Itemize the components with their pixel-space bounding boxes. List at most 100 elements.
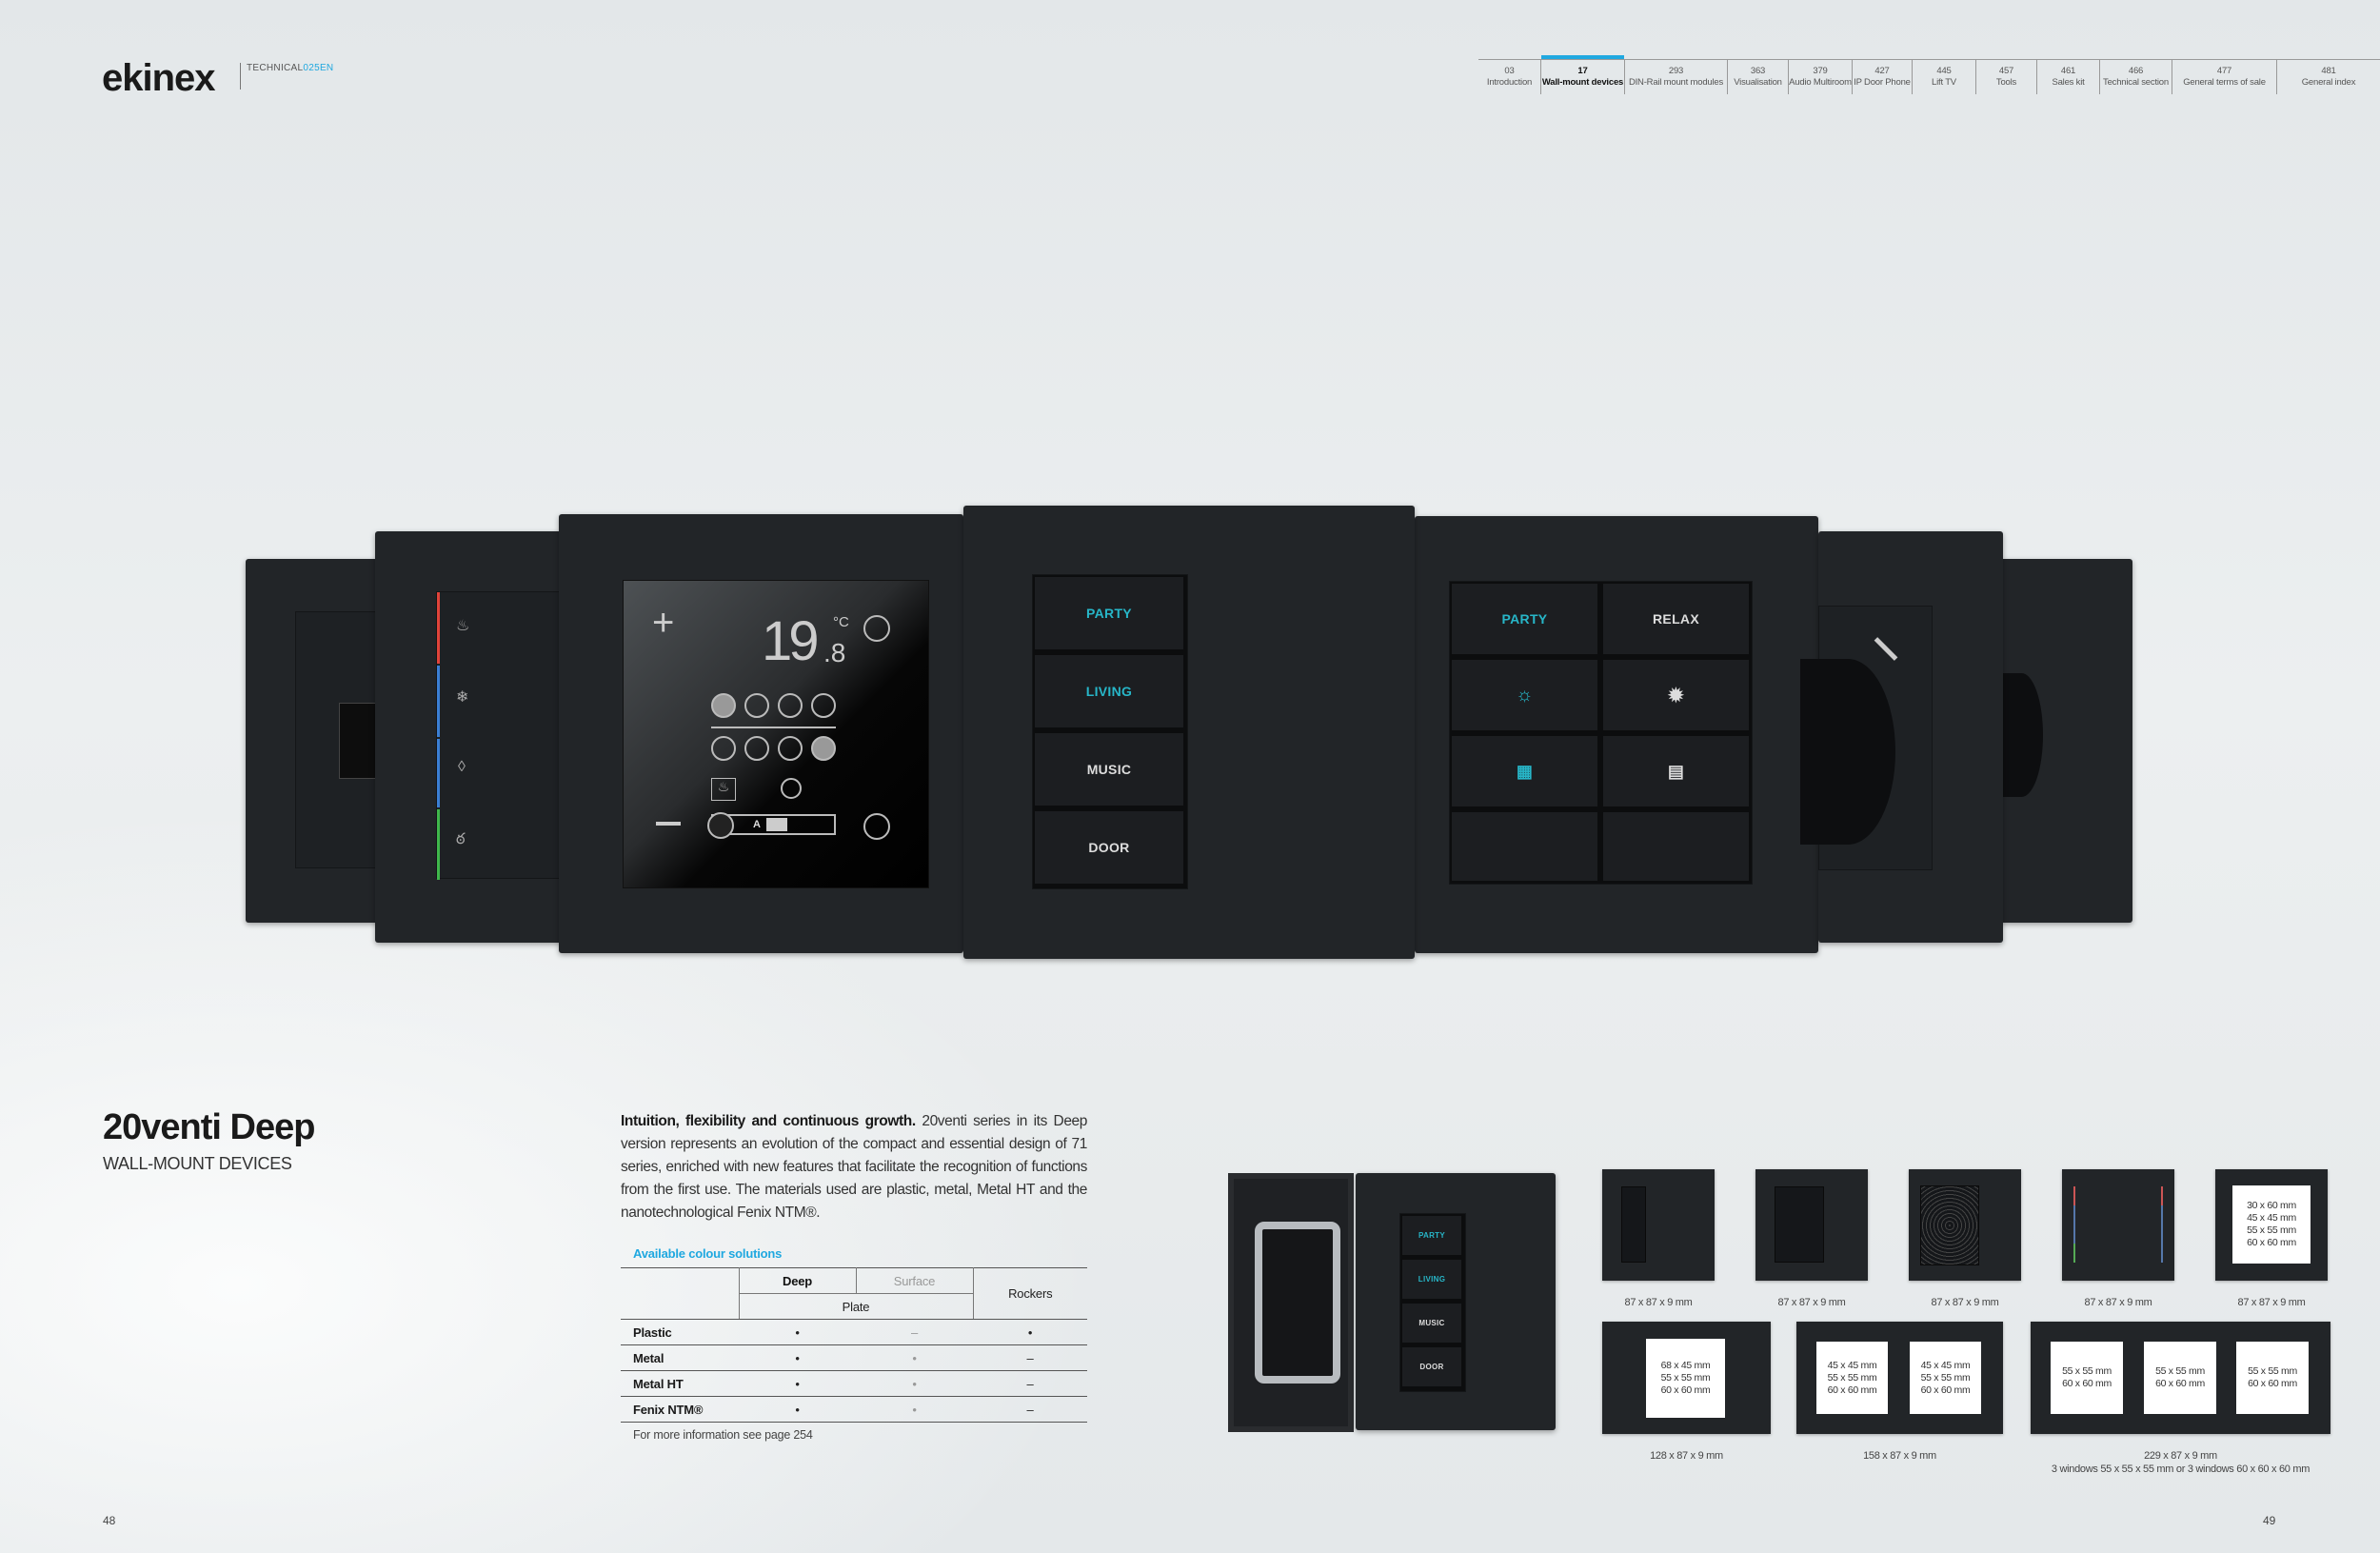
table-row: Metal••– bbox=[621, 1344, 1087, 1371]
nav-page-number: 466 bbox=[2128, 66, 2144, 76]
nav-label: General index bbox=[2301, 77, 2356, 88]
active-section-indicator bbox=[1541, 55, 1624, 59]
thumb-ambient-controller bbox=[2062, 1169, 2174, 1281]
blind-close-button[interactable]: ▤ bbox=[1601, 734, 1751, 808]
window-size: 68 x 45 mm bbox=[1660, 1360, 1711, 1371]
window-size: 55 x 55 mm bbox=[2062, 1365, 2112, 1377]
cell-rockers: – bbox=[973, 1370, 1087, 1397]
size-label: 128 x 87 x 9 mm bbox=[1650, 1450, 1723, 1462]
window-size: 60 x 60 mm bbox=[2248, 1378, 2297, 1389]
size-label: 158 x 87 x 9 mm bbox=[1863, 1450, 1936, 1462]
size-label: 87 x 87 x 9 mm bbox=[1624, 1297, 1693, 1308]
nav-label: Sales kit bbox=[2052, 77, 2085, 88]
cell-deep: • bbox=[739, 1396, 856, 1423]
nav-page-number: 363 bbox=[1750, 66, 1766, 76]
size-label: 87 x 87 x 9 mm bbox=[1777, 1297, 1846, 1308]
mounting-frame-image bbox=[1228, 1173, 1354, 1432]
window-blind-icon: ▦ bbox=[1516, 761, 1534, 781]
keypad-button-party[interactable]: PARTY bbox=[1450, 582, 1599, 656]
window-size: 60 x 60 mm bbox=[2247, 1237, 2296, 1248]
cell-rockers: – bbox=[973, 1396, 1087, 1423]
nav-page-number: 427 bbox=[1874, 66, 1890, 76]
cell-surface: – bbox=[856, 1319, 973, 1345]
size-label: 87 x 87 x 9 mm bbox=[2237, 1297, 2306, 1308]
led-bar-red bbox=[437, 592, 440, 664]
nav-label: Lift TV bbox=[1932, 77, 1956, 88]
top-button-ring[interactable] bbox=[863, 615, 890, 642]
mode-dot bbox=[744, 736, 769, 761]
heating-icon: ♨ bbox=[456, 618, 470, 634]
table-row: Fenix NTM®••– bbox=[621, 1396, 1087, 1423]
temperature-value: 19 bbox=[762, 610, 819, 672]
window-size: 60 x 60 mm bbox=[1920, 1384, 1971, 1396]
keypad-button-relax[interactable]: RELAX bbox=[1601, 582, 1751, 656]
cell-material: Metal HT bbox=[621, 1370, 739, 1397]
size-label: 87 x 87 x 9 mm bbox=[2084, 1297, 2152, 1308]
cell-surface: • bbox=[856, 1370, 973, 1397]
light-bright-button[interactable]: ✹ bbox=[1601, 658, 1751, 732]
thermostat-display: + 19 .8 °C ♨ A bbox=[623, 580, 929, 888]
blank-button[interactable] bbox=[1601, 810, 1751, 883]
description: Intuition, flexibility and continuous gr… bbox=[621, 1110, 1087, 1224]
minus-icon[interactable] bbox=[656, 822, 681, 826]
bottom-button-ring[interactable] bbox=[863, 813, 890, 840]
window-size: 45 x 45 mm bbox=[2247, 1212, 2296, 1224]
keypad-button-door[interactable]: DOOR bbox=[1033, 809, 1185, 886]
metal-bracket bbox=[1255, 1222, 1340, 1384]
catalog-prefix: TECHNICAL bbox=[247, 63, 304, 73]
size-label: 87 x 87 x 9 mm bbox=[1931, 1297, 1999, 1308]
window-size: 60 x 60 mm bbox=[1660, 1384, 1711, 1396]
led-bar-green bbox=[437, 809, 440, 880]
thumb-speaker bbox=[1909, 1169, 2021, 1281]
sun-outline-icon: ☼ bbox=[1516, 684, 1534, 706]
mini-keypad bbox=[1621, 1186, 1646, 1263]
keypad-4-plate: PARTY LIVING MUSIC DOOR bbox=[963, 506, 1415, 959]
keypad-button-party[interactable]: PARTY bbox=[1033, 575, 1185, 651]
led-bars bbox=[2161, 1186, 2163, 1263]
nav-label: Tools bbox=[1995, 77, 2017, 88]
table-row: Plastic•–• bbox=[621, 1319, 1087, 1345]
mode-dot bbox=[778, 736, 803, 761]
comfort-mode-icon bbox=[811, 736, 836, 761]
empty-header bbox=[621, 1267, 739, 1320]
plus-icon[interactable]: + bbox=[652, 602, 675, 644]
nav-page-number: 461 bbox=[2060, 66, 2076, 76]
thumb-keypad-8 bbox=[1755, 1169, 1868, 1281]
nav-page-number: 17 bbox=[1577, 66, 1588, 76]
mode-dot bbox=[811, 693, 836, 718]
nav-label: DIN-Rail mount modules bbox=[1628, 77, 1724, 88]
blind-open-button[interactable]: ▦ bbox=[1450, 734, 1599, 808]
keypad-button-living[interactable]: LIVING bbox=[1033, 653, 1185, 729]
snowflake-icon: ❄ bbox=[456, 689, 469, 706]
nav-label: IP Door Phone bbox=[1854, 77, 1911, 88]
nav-label: Audio Multiroom bbox=[1789, 77, 1852, 88]
window-size: 55 x 55 mm bbox=[2247, 1224, 2296, 1236]
window-size: 60 x 60 mm bbox=[2062, 1378, 2112, 1389]
led-bar-blue bbox=[437, 666, 440, 737]
cell-deep: • bbox=[739, 1344, 856, 1371]
keypad-button-music[interactable]: MUSIC bbox=[1033, 731, 1185, 807]
nav-page-number: 379 bbox=[1813, 66, 1828, 76]
led-bars bbox=[2073, 1186, 2075, 1263]
header-plate: Plate bbox=[738, 1293, 973, 1320]
window-size: 45 x 45 mm bbox=[1827, 1359, 1877, 1371]
exploded-button-party: PARTY bbox=[1400, 1214, 1463, 1257]
blank-button[interactable] bbox=[1450, 810, 1599, 883]
nav-label: Technical section bbox=[2103, 77, 2169, 88]
light-dim-button[interactable]: ☼ bbox=[1450, 658, 1599, 732]
